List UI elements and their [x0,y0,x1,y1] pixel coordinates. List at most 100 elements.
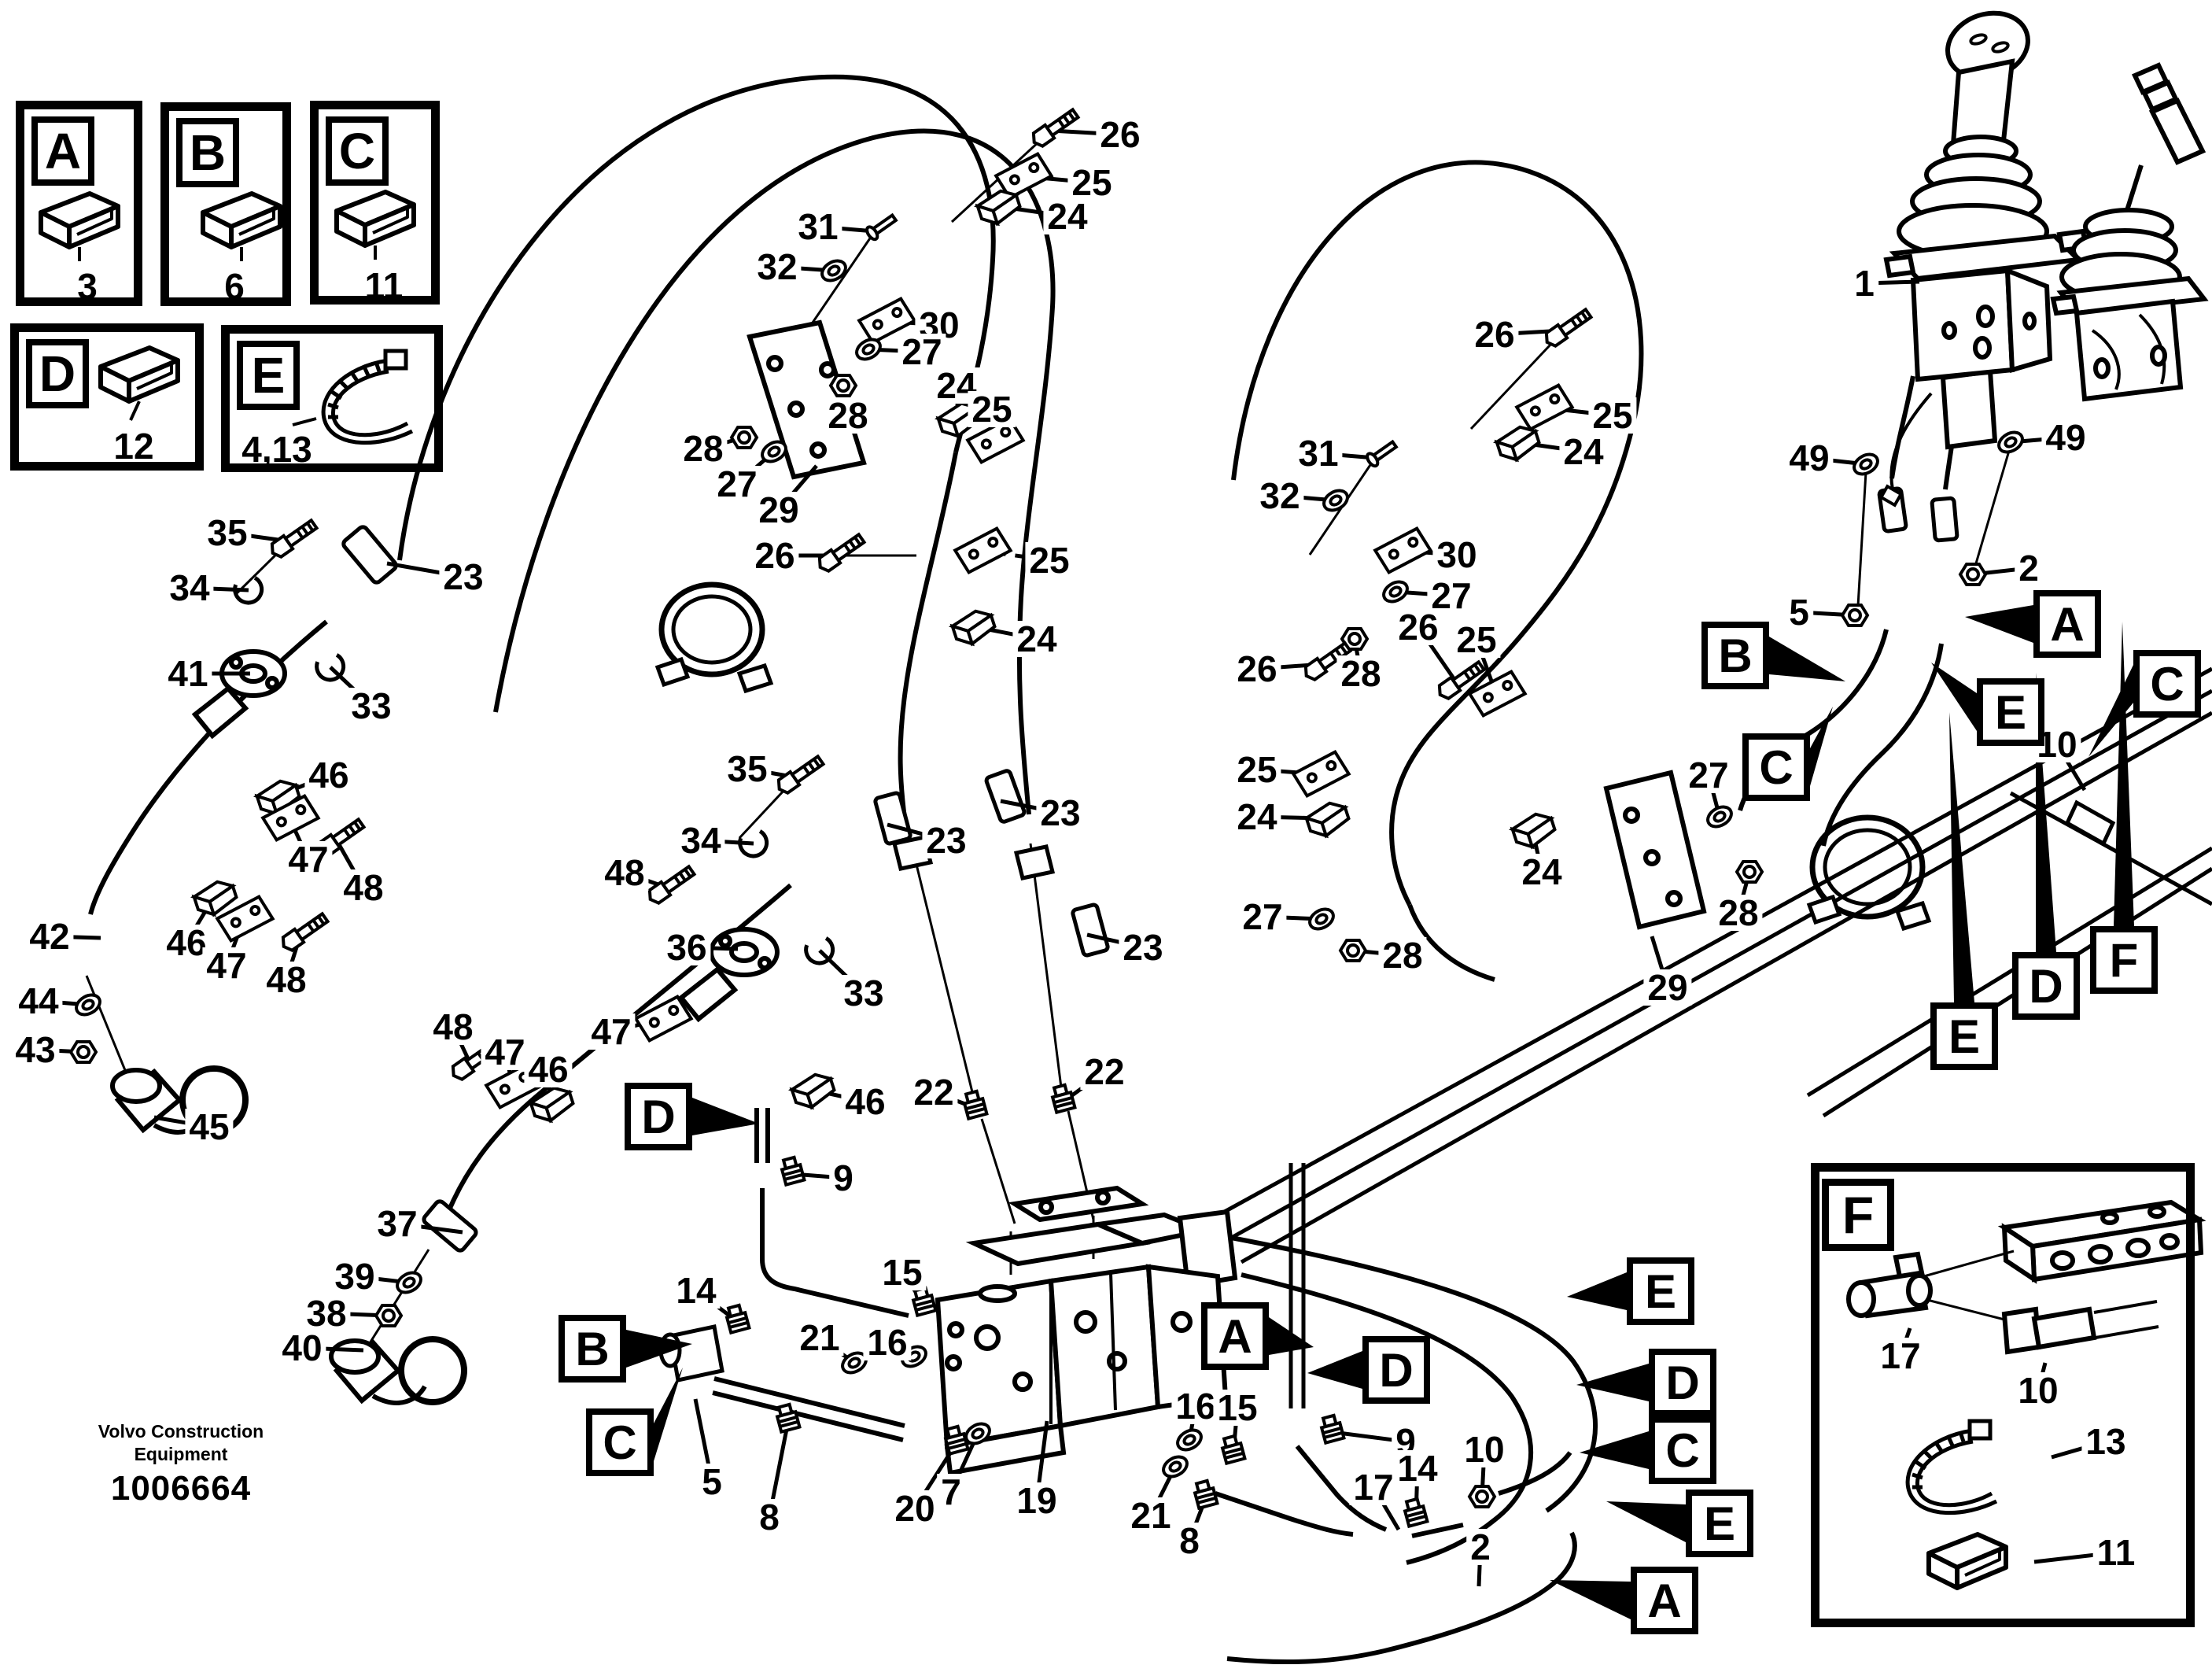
ref-marker-c: C [1649,1416,1716,1484]
callout-label: 26 [1233,651,1281,687]
ref-marker-e: E [1930,1002,1998,1070]
callout-label: 14 [672,1272,721,1309]
callout-label: 10 [2014,1372,2063,1408]
callout-label: 26 [1096,116,1145,153]
callout-label: 34 [165,570,214,606]
legend-part-number: 12 [113,426,154,467]
callout-label: 2 [1466,1529,1495,1565]
legend-letter: B [176,118,239,187]
detail-box-f-letter: F [1822,1179,1894,1251]
ref-marker-c: C [2133,650,2201,718]
ref-marker-a: A [2033,590,2101,658]
callout-label: 27 [1238,899,1287,935]
ref-marker-a: A [1201,1302,1269,1370]
callout-label: 48 [262,962,311,998]
callout-label: 24 [1233,799,1281,835]
callout-label: 27 [713,466,761,502]
callout-label: 26 [1394,609,1443,645]
callout-label: 16 [1171,1388,1220,1424]
control-valve-assembly [935,1185,1238,1476]
footer: Volvo Construction Equipment 1006664 [47,1420,315,1508]
ref-marker-f: F [2090,926,2158,994]
ref-marker-e: E [1627,1257,1694,1325]
ring-clamp-right [1806,814,1932,932]
callout-label: 13 [2081,1423,2130,1460]
callout-label: 33 [839,975,888,1011]
callout-label: 23 [922,822,971,858]
legend-part-number: 3 [77,266,98,307]
callout-label: 29 [754,492,803,528]
legend-part-number: 4,13 [241,429,312,470]
callout-label: 24 [1012,621,1061,657]
callout-label: 25 [1067,164,1116,201]
callout-label: 36 [662,929,711,965]
callout-label: 5 [698,1464,726,1500]
legend-letter: D [26,339,89,408]
callout-label: 45 [185,1109,234,1145]
callout-label: 8 [755,1499,783,1535]
callout-label: 47 [587,1013,636,1050]
callout-label: 47 [284,841,333,877]
legend-letter: C [326,116,389,186]
callout-label: 25 [1025,542,1074,578]
callout-label: 20 [890,1490,939,1526]
ref-marker-arrow [2114,622,2134,926]
callout-label: 47 [202,947,251,984]
callout-label: 47 [481,1034,529,1070]
callout-label: 16 [863,1324,912,1360]
callout-label: 27 [1684,757,1733,793]
callout-label: 48 [600,855,649,891]
callout-label: 28 [1714,895,1763,931]
ref-marker-d: D [625,1083,692,1150]
publisher-name-line2: Equipment [134,1443,228,1464]
callout-label: 49 [1785,440,1834,476]
ref-marker-c: C [586,1408,654,1476]
callout-label: 25 [1588,397,1637,434]
callout-label: 32 [1255,478,1304,514]
callout-label: 27 [898,334,946,370]
ref-marker-arrow [1965,605,2033,643]
callout-label: 43 [11,1032,60,1068]
callout-label: 28 [679,430,728,467]
callout-label: 28 [824,397,872,434]
ref-marker-a: A [1631,1567,1698,1634]
callout-label: 11 [2092,1534,2140,1571]
callout-label: 48 [339,869,388,906]
detail-box-contents [1846,1199,2206,1588]
callout-label: 14 [1393,1450,1442,1486]
callout-label: 21 [795,1320,844,1356]
ref-marker-e: E [1686,1490,1753,1557]
ref-marker-arrow [1949,712,1974,1002]
callout-label: 2 [2015,550,2043,586]
callout-label: 26 [1470,316,1519,353]
callout-label: 22 [909,1074,958,1110]
callout-label: 35 [723,751,772,787]
mounting-plate-29-right [1603,770,1707,930]
callout-label: 49 [2041,419,2090,456]
callout-label: 22 [1080,1054,1129,1090]
legend-item-d: D 12 [10,323,204,471]
callout-label: 31 [794,209,842,245]
joystick-1 [1878,10,2089,508]
assembly-axis-lines [85,129,2012,1359]
callout-label: 30 [1432,537,1481,573]
callout-label: 41 [164,655,212,692]
callout-label: 10 [1460,1431,1509,1467]
callout-label: 8 [1175,1523,1204,1559]
callout-label: 7 [937,1474,965,1510]
ref-marker-arrow [692,1098,759,1135]
ref-marker-d: D [2012,952,2080,1020]
ref-marker-arrow [1567,1272,1627,1310]
ref-marker-b: B [1701,622,1769,689]
callout-label: 38 [302,1295,351,1331]
ref-marker-arrow [1931,663,1977,731]
ring-clamp-left [654,581,774,694]
callout-label: 31 [1294,435,1343,471]
ref-marker-arrow [1606,1501,1686,1542]
ref-marker-b: B [559,1315,626,1383]
callout-label: 24 [932,367,981,404]
callout-label: 46 [162,925,211,961]
